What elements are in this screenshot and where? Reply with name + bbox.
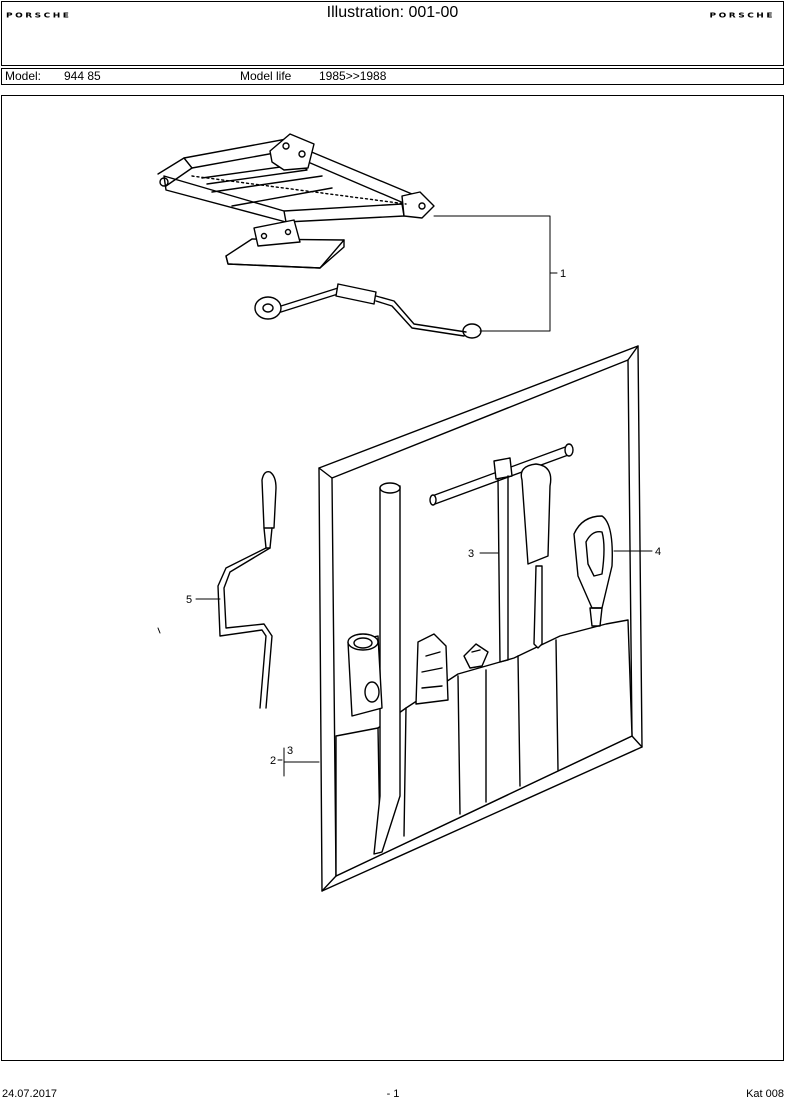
loop-handle-tool (573, 515, 613, 627)
model-life-label: Model life (240, 69, 292, 83)
callout-4: 4 (655, 546, 661, 558)
parts-illustration: 1 (1, 95, 784, 1061)
callout-3-bracket: 3 (287, 745, 293, 757)
callout-5: 5 (186, 594, 192, 606)
model-label: Model: (5, 69, 42, 83)
porsche-logo-right: PORSCHE (709, 12, 775, 20)
jack-crank-handle (254, 283, 482, 339)
callout-3-board: 3 (468, 548, 474, 560)
footer-page: - 1 (386, 1088, 400, 1100)
callout-2-bracket (277, 747, 320, 777)
callout-5-leader (157, 598, 221, 634)
illustration-title: Illustration: 001-00 (326, 4, 459, 21)
exploded-parts-drawing: 1 (157, 133, 661, 892)
model-value: 944 85 (64, 69, 101, 83)
pliers (415, 633, 449, 705)
callout-leaders (479, 550, 653, 554)
model-bar: Model: 944 85 Model life 1985>>1988 (1, 68, 784, 85)
scissor-jack (157, 133, 435, 269)
callout-1: 1 (560, 268, 566, 280)
screwdriver (520, 463, 552, 649)
tool-roll (335, 619, 633, 877)
model-life-value: 1985>>1988 (319, 69, 387, 83)
t-handle-wrench (429, 443, 574, 663)
wheel-wrench-bar (373, 482, 401, 855)
wheel-socket (347, 633, 383, 717)
porsche-logo-left: PORSCHE (6, 12, 72, 20)
open-end-spanner (463, 643, 489, 669)
header: PORSCHE Illustration: 001-00 PORSCHE (1, 1, 784, 66)
callout-2: 2 (270, 755, 276, 767)
offset-screwdriver-crank (217, 470, 277, 709)
footer-date: 24.07.2017 (2, 1088, 58, 1100)
callout-1-bracket (433, 215, 558, 332)
footer-catalog: Kat 008 (746, 1088, 784, 1100)
